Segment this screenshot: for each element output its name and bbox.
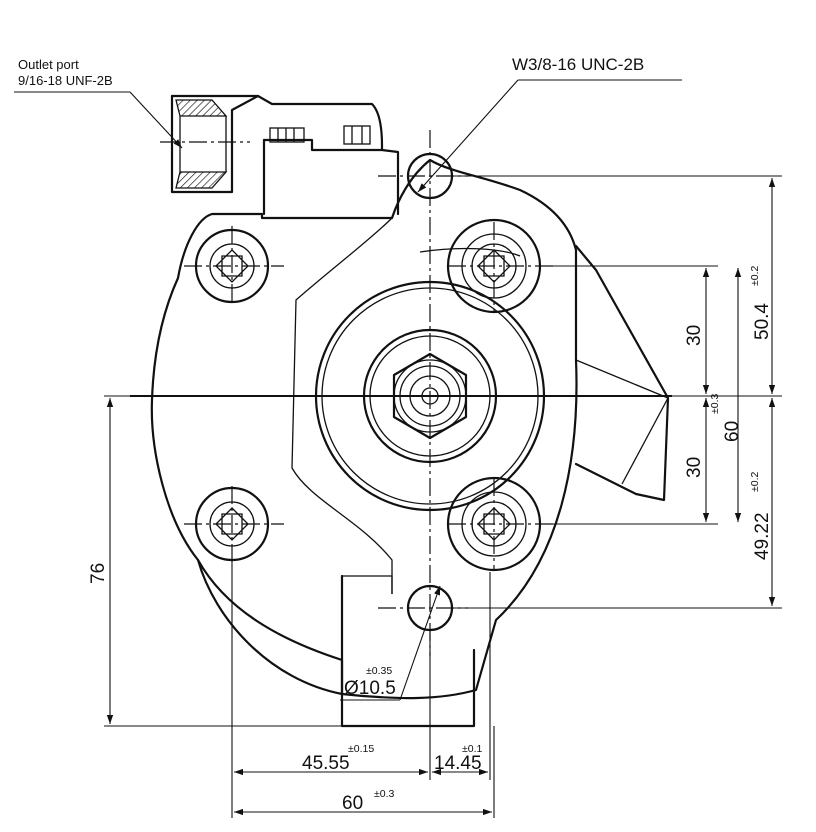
dim-diameter-10-5-value: Ø10.5 [344, 678, 396, 699]
dim-50-4-tol: ±0.2 [749, 265, 761, 286]
dim-60-vert-value: 60 [722, 421, 743, 442]
mount-thread-label: W3/8-16 UNC-2B [512, 55, 644, 74]
center-lines [184, 130, 556, 656]
dimension-lines [106, 178, 776, 816]
dim-diameter-10-5-tol: ±0.35 [366, 665, 392, 677]
pump-body [150, 158, 670, 728]
outlet-port-thread-label: 9/16-18 UNF-2B [18, 73, 113, 88]
dim-45-55-tol: ±0.15 [348, 743, 374, 755]
dim-14-45-tol: ±0.1 [462, 743, 483, 755]
extension-lines [104, 175, 782, 818]
leader-lines [14, 79, 682, 701]
outlet-port-label: Outlet port [18, 57, 79, 72]
outlet-port-housing [160, 94, 400, 216]
dim-14-45-value: 14.45 [434, 753, 482, 774]
dim-30-bottom-value: 30 [684, 457, 705, 478]
dim-50-4-value: 50.4 [752, 303, 773, 340]
dim-60-horiz-tol: ±0.3 [374, 788, 395, 800]
dim-30-top-value: 30 [684, 325, 705, 346]
dim-60-vert-tol: ±0.3 [709, 393, 721, 414]
dim-49-22-value: 49.22 [752, 512, 773, 560]
dim-76-value: 76 [88, 563, 109, 584]
dim-60-horiz-value: 60 [342, 793, 363, 814]
dim-45-55-value: 45.55 [302, 753, 350, 774]
dim-49-22-tol: ±0.2 [749, 471, 761, 492]
